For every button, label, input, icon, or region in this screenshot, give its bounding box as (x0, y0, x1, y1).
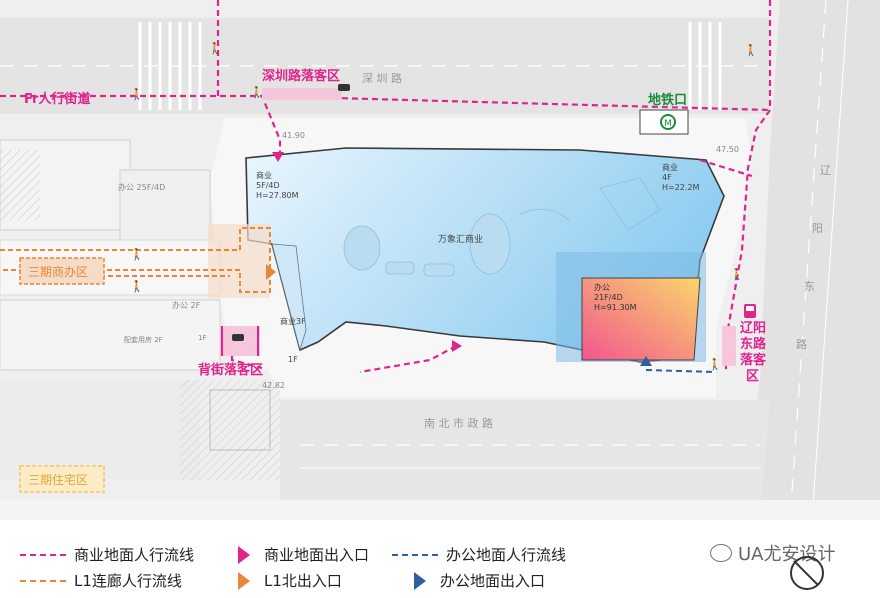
metro-icon (660, 114, 676, 130)
label-dropoff-liaoyang: 辽阳 东路 落客 区 (740, 321, 767, 384)
walk-icon: 🚶 (130, 248, 144, 261)
label-fr-street: Fr人行街道 (24, 91, 90, 107)
label-phase3-residential: 三期住宅区 (28, 472, 88, 487)
dropoff-liaoyang-road (722, 326, 736, 366)
legend-office-entrance: 办公地面出入口 (392, 570, 545, 591)
legend-label: 商业地面人行流线 (74, 546, 195, 564)
triangle-icon (414, 571, 426, 590)
label-commerce-west-1: 商业 (256, 170, 272, 180)
label-mall-name: 万象汇商业 (438, 233, 483, 245)
dropoff-back-street (220, 326, 260, 356)
office-flow-line (645, 369, 717, 373)
label-shenzhen-road: 深 圳 路 (362, 72, 402, 85)
svg-text:区: 区 (746, 369, 759, 384)
label-nanbei-road: 南 北 市 政 路 (424, 416, 493, 430)
label-commerce-west-3: H=27.80M (256, 191, 299, 200)
label-elevation-2: 47.50 (716, 145, 739, 154)
commerce-flow-lines (0, 0, 772, 374)
svg-text:东路: 东路 (740, 336, 767, 352)
dropoff-shenzhen-road (262, 88, 342, 100)
phase3-residential-zone (19, 465, 105, 493)
label-office-2: 21F/4D (594, 293, 623, 302)
label-elevation-1: 41.90 (282, 131, 305, 140)
l1-corridor (0, 224, 271, 298)
pedestrian-icons: 🚶 🚶 🚶 🚶 🚶 🚶 🚶 🚶 (130, 42, 758, 371)
label-tower-1f: 1F (288, 355, 298, 364)
metro-exit: M (639, 109, 689, 135)
liaoyang-road (740, 0, 880, 520)
label-dropoff-back-street: 背街落客区 (198, 362, 263, 378)
legend-label: L1连廊人行流线 (74, 572, 182, 590)
wechat-icon (710, 544, 732, 562)
car-icon-back-street (232, 334, 244, 341)
commerce-entrance-south (452, 340, 462, 352)
mall-interior (343, 177, 661, 277)
label-neighbor-1f: 1F (198, 334, 206, 342)
walk-icon: 🚶 (130, 88, 144, 101)
svg-text:阳: 阳 (812, 222, 823, 235)
neighbor-blocks (0, 139, 280, 480)
triangle-icon (238, 571, 250, 590)
no-entry-icon (790, 556, 824, 590)
commerce-entrance-north (272, 152, 284, 162)
walk-icon: 🚶 (744, 44, 758, 57)
walk-icon: 🚶 (208, 42, 222, 55)
legend-commerce-flow: 商业地面人行流线 (20, 544, 194, 565)
label-neighbor-office-2: 办公 2F (172, 300, 201, 310)
label-dropoff-shenzhen: 深圳路落客区 (262, 68, 340, 84)
label-liaoyang-road: 辽 阳 东 路 (796, 164, 831, 351)
bus-icon (744, 304, 756, 318)
label-office-1: 办公 (594, 282, 610, 292)
label-metro-exit: 地铁口 (648, 92, 687, 108)
label-neighbor-office: 办公 25F/4D (118, 182, 165, 192)
label-phase3-office: 三期商办区 (28, 264, 88, 279)
site-plan-map: M 深 圳 路 南 北 市 政 路 Fr人行街道 三期商办区 三期住宅区 深圳路… (0, 0, 880, 520)
label-parking-ramp: 配套用房 2F (124, 335, 163, 344)
walk-icon: 🚶 (250, 86, 264, 99)
legend-line-icon (20, 579, 66, 582)
svg-text:辽阳: 辽阳 (740, 321, 766, 336)
walk-icon: 🚶 (730, 268, 744, 281)
walk-icon: 🚶 (130, 280, 144, 293)
office-tower (581, 277, 701, 361)
svg-text:东: 东 (804, 280, 815, 293)
svg-text:路: 路 (796, 338, 807, 351)
label-commerce-3f: 商业3F (280, 316, 306, 326)
commerce-3f-wing (271, 243, 307, 352)
legend-label: L1北出入口 (264, 572, 342, 590)
legend-line-icon (20, 553, 66, 556)
phase3-office-zone (19, 257, 105, 285)
triangle-icon (238, 545, 250, 564)
svg-text:M: M (664, 119, 672, 129)
legend-label: 商业地面出入口 (264, 546, 370, 564)
legend-commerce-entrance: 商业地面出入口 (230, 544, 369, 565)
legend-line-icon (392, 553, 438, 556)
legend-office-flow: 办公地面人行流线 (392, 544, 566, 565)
legend-label: 办公地面人行流线 (446, 546, 567, 564)
legend-l1-entrance: L1北出入口 (230, 570, 342, 591)
label-commerce-west-2: 5F/4D (256, 181, 280, 190)
legend-l1-flow: L1连廊人行流线 (20, 570, 182, 591)
label-commerce-east-3: H=22.2M (662, 183, 700, 192)
svg-text:辽: 辽 (820, 164, 831, 177)
label-office-3: H=91.30M (594, 303, 637, 312)
label-commerce-east-2: 4F (662, 173, 672, 182)
walk-icon: 🚶 (708, 358, 722, 371)
label-elevation-3: 42.82 (262, 381, 285, 390)
car-icon-shenzhen (338, 84, 350, 91)
nanbei-road (0, 400, 880, 520)
l1-north-entrance (266, 264, 276, 280)
legend-label: 办公地面出入口 (440, 572, 546, 590)
watermark-text: UA尤安设计 (738, 544, 836, 565)
label-commerce-east-1: 商业 (662, 162, 678, 172)
office-entrance (640, 356, 652, 366)
legend: 商业地面人行流线 商业地面出入口 办公地面人行流线 L1连廊人行流线 L1北出入… (0, 520, 880, 598)
svg-text:落客: 落客 (740, 352, 767, 368)
